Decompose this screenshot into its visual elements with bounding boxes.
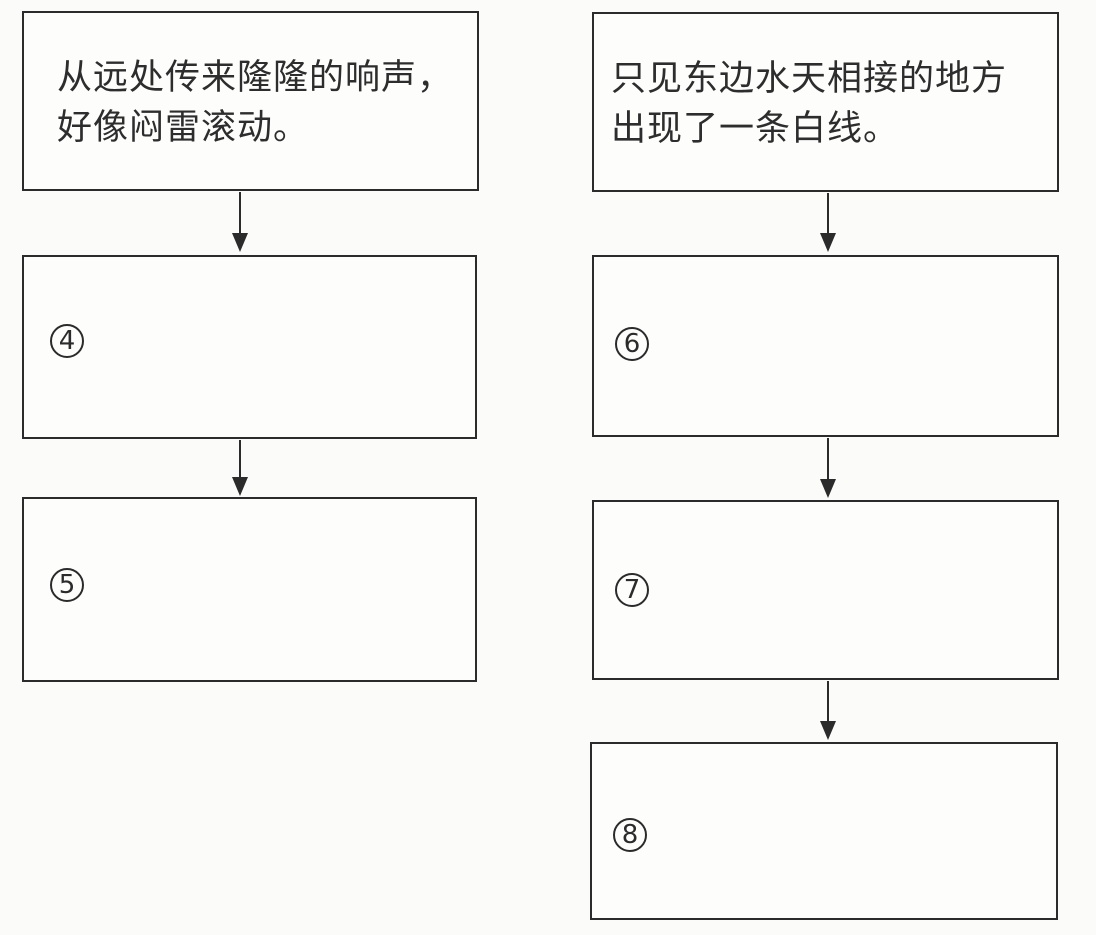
flow-arrow-down xyxy=(820,193,836,252)
arrow-shaft xyxy=(239,440,241,479)
flow-arrow-down xyxy=(820,438,836,498)
arrow-head-icon xyxy=(232,233,248,252)
arrow-shaft xyxy=(827,193,829,235)
answer-box-8: 8 xyxy=(590,742,1058,920)
arrow-head-icon xyxy=(820,479,836,498)
left-source-text: 从远处传来隆隆的响声， 好像闷雷滚动。 xyxy=(24,13,477,153)
arrow-head-icon xyxy=(820,721,836,740)
flow-arrow-down xyxy=(232,440,248,496)
right-source-text: 只见东边水天相接的地方 出现了一条白线。 xyxy=(594,14,1057,154)
answer-box-5: 5 xyxy=(22,497,477,682)
circled-number-7: 7 xyxy=(615,573,649,607)
arrow-shaft xyxy=(827,438,829,481)
source-text-line: 好像闷雷滚动。 xyxy=(57,108,310,147)
source-text-line: 出现了一条白线。 xyxy=(611,109,900,148)
answer-box-7: 7 xyxy=(592,500,1059,680)
circled-number-5: 5 xyxy=(50,568,84,602)
flow-arrow-down xyxy=(232,192,248,252)
arrow-shaft xyxy=(827,681,829,723)
arrow-shaft xyxy=(239,192,241,235)
flow-arrow-down xyxy=(820,681,836,740)
arrow-head-icon xyxy=(820,233,836,252)
answer-box-4: 4 xyxy=(22,255,477,439)
left-source-box: 从远处传来隆隆的响声， 好像闷雷滚动。 xyxy=(22,11,479,191)
circled-number-6: 6 xyxy=(615,327,649,361)
circled-number-4: 4 xyxy=(50,324,84,358)
right-source-box: 只见东边水天相接的地方 出现了一条白线。 xyxy=(592,12,1059,192)
source-text-line: 只见东边水天相接的地方 xyxy=(611,59,1008,98)
circled-number-8: 8 xyxy=(613,818,647,852)
answer-box-6: 6 xyxy=(592,255,1059,437)
source-text-line: 从远处传来隆隆的响声， xyxy=(57,58,454,97)
arrow-head-icon xyxy=(232,477,248,496)
